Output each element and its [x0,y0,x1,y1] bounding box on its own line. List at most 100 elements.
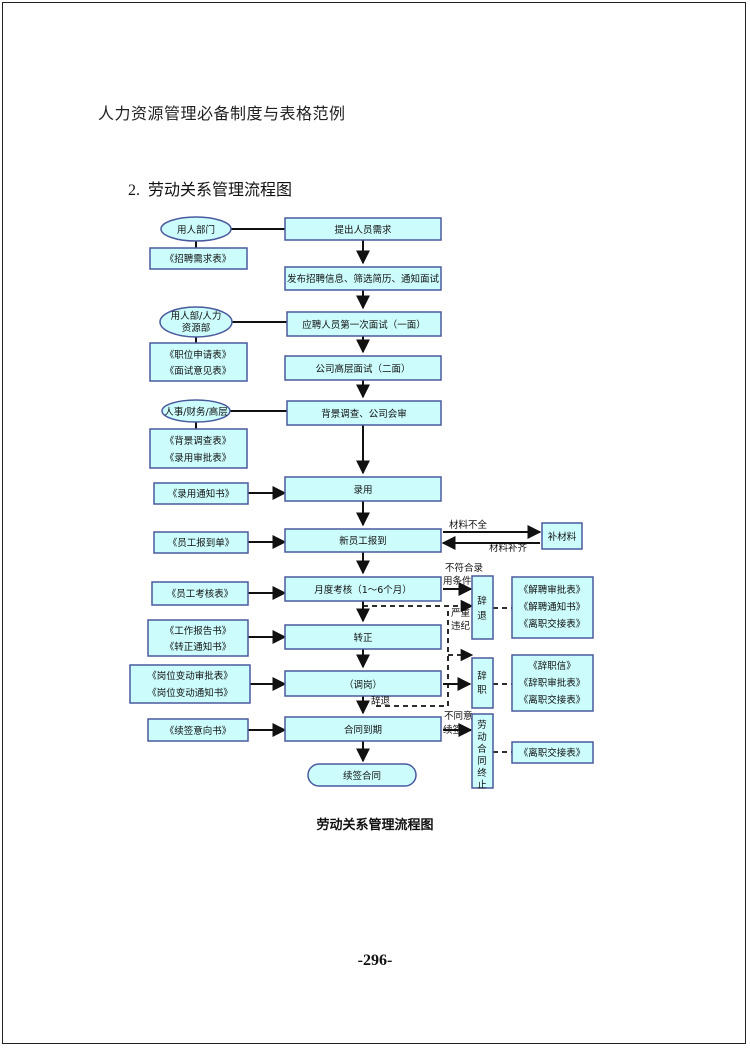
edge-label: 续签 [443,724,463,736]
process-box [286,400,442,426]
process-box [284,266,442,291]
role-texts: 用人部门 用人部/人力 资源部 人事/财务/高层 [164,224,227,418]
process-box [284,670,442,697]
supplement-box [541,522,583,550]
form-label: 《员工考核表》 [167,588,234,600]
edge-label: 辞退 [371,695,391,707]
dashed-connectors [363,599,512,753]
form-label: 《工作报告书》 [165,625,232,637]
form-box [129,664,251,704]
process-box [284,576,442,602]
section-title: 2. 劳动关系管理流程图 [128,176,292,200]
form-label: 《招聘需求表》 [165,253,232,265]
process-boxes [284,217,442,787]
process-box [284,355,442,381]
process-label: 新员工报到 [339,535,387,547]
role-label: 用人部/人力 [171,310,222,322]
form-label: 《离职交接表》 [519,618,586,630]
form-box [511,741,594,764]
form-label: 《解聘审批表》 [519,584,586,596]
edge-label: 严重 [451,607,471,619]
outcome-boxes [471,522,583,789]
form-label: 《职位申请表》 [165,349,232,361]
form-label: 《续签意向书》 [165,725,232,737]
form-label: 《离职交接表》 [519,694,586,706]
terminate-label: 动 [477,732,487,743]
form-box [511,654,594,712]
terminate-label: 止 [477,779,487,791]
form-label: 《辞职审批表》 [519,677,586,689]
edge-label: 材料不全 [449,519,488,531]
form-label: 《转正通知书》 [165,641,232,653]
form-label: 《离职交接表》 [519,747,586,759]
form-box [511,576,594,639]
form-box [147,718,249,742]
process-label: 背景调查、公司会审 [321,408,407,420]
page-number: -296- [357,952,393,969]
process-label: 合同到期 [344,724,382,736]
process-box [284,528,442,553]
process-label: 发布招聘信息、筛选简历、通知面试 [287,273,440,285]
form-box [149,247,248,270]
terminate-label: 终 [477,767,487,779]
terminate-label: 合 [477,743,487,755]
process-box [284,476,442,502]
terminal-box [307,763,417,787]
role-ellipses [159,216,233,423]
form-label: 《录用审批表》 [165,452,232,464]
terminate-box [471,713,494,789]
dismiss-label: 辞 [477,595,487,607]
supplement-label: 补材料 [548,531,577,543]
section-number: 2. [128,182,140,199]
role-label: 用人部门 [177,224,215,236]
edge-label: 用条件 [443,575,472,587]
role-ellipse [159,306,233,338]
resign-box [471,657,494,709]
dismiss-label: 退 [477,611,487,622]
edge-label: 违纪 [451,620,471,632]
section-title-text: 劳动关系管理流程图 [148,180,293,199]
form-box [151,581,249,606]
role-label: 人事/财务/高层 [164,406,227,418]
terminate-label: 劳 [477,719,487,731]
process-label: 公司高层面试（二面） [315,363,410,375]
form-box [149,342,248,382]
role-ellipse [161,399,231,423]
form-label: 《背景调查表》 [165,435,232,447]
edge-label: 不符合录 [445,562,484,574]
process-box [284,217,442,241]
figure-caption: 劳动关系管理流程图 [316,818,434,833]
form-box [153,482,249,505]
process-label: 转正 [353,632,373,644]
process-box [284,624,442,650]
role-label: 资源部 [182,322,211,334]
form-box [149,428,248,469]
right-form-boxes [511,576,594,764]
form-label: 《岗位变动审批表》 [147,670,233,682]
form-label: 《面试意见表》 [165,365,232,377]
form-box [153,531,249,554]
left-form-texts: 《招聘需求表》 《职位申请表》 《面试意见表》 《背景调查表》 《录用审批表》 … [147,253,234,737]
edge-label: 不同意 [444,710,473,722]
outcome-texts: 补材料 辞 退 辞 职 劳 动 合 同 终 止 [477,531,577,791]
form-label: 《解聘通知书》 [519,601,586,613]
process-label: 月度考核（1～6个月） [314,584,412,596]
form-label: 《录用通知书》 [168,488,235,500]
process-box [284,716,442,742]
resign-label: 职 [477,685,487,696]
resign-label: 辞 [477,670,487,682]
process-label: 录用 [353,485,372,496]
form-box [147,619,249,657]
process-label: 提出人员需求 [334,224,392,236]
form-label: 《辞职信》 [528,660,576,672]
right-form-texts: 《解聘审批表》 《解聘通知书》 《离职交接表》 《辞职信》 《辞职审批表》 《离… [519,584,586,759]
left-form-boxes [129,247,251,742]
process-label: （调岗） [344,679,382,691]
form-label: 《员工报到单》 [168,537,235,549]
book-title: 人力资源管理必备制度与表格范例 [98,104,346,123]
process-label: 应聘人员第一次面试（一面） [302,319,426,331]
terminate-label: 同 [477,756,487,767]
process-box [286,311,442,337]
role-ellipse [160,216,232,242]
